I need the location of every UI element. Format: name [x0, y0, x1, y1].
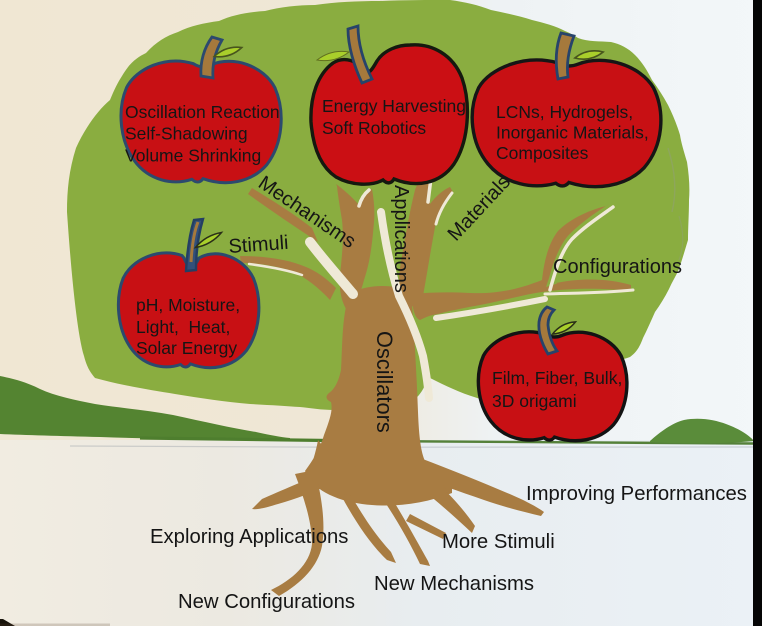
svg-text:Configurations: Configurations [553, 256, 682, 278]
svg-text:Energy Harvesting: Energy Harvesting [322, 96, 466, 116]
svg-text:Film, Fiber, Bulk,: Film, Fiber, Bulk, [492, 368, 622, 388]
svg-text:3D origami: 3D origami [492, 391, 577, 411]
svg-text:Exploring Applications: Exploring Applications [150, 526, 348, 548]
svg-text:Oscillation Reaction: Oscillation Reaction [125, 102, 280, 122]
svg-text:Solar Energy: Solar Energy [136, 338, 237, 358]
svg-text:Oscillators: Oscillators [372, 331, 397, 433]
svg-text:pH, Moisture,: pH, Moisture, [136, 295, 240, 315]
svg-text:Volume Shrinking: Volume Shrinking [125, 145, 261, 165]
svg-text:New Configurations: New Configurations [178, 591, 355, 613]
svg-text:Inorganic Materials,: Inorganic Materials, [496, 123, 649, 143]
svg-text:Self-Shadowing: Self-Shadowing [125, 124, 248, 144]
svg-text:Improving Performances: Improving Performances [526, 483, 747, 505]
svg-text:Soft Robotics: Soft Robotics [322, 118, 426, 138]
svg-text:More Stimuli: More Stimuli [442, 531, 555, 553]
svg-text:Stimuli: Stimuli [228, 232, 289, 258]
svg-text:LCNs, Hydrogels,: LCNs, Hydrogels, [496, 102, 633, 122]
svg-text:Composites: Composites [496, 143, 589, 163]
svg-text:Applications: Applications [390, 185, 412, 293]
svg-text:New Mechanisms: New Mechanisms [374, 573, 534, 595]
svg-text:Light, Heat,: Light, Heat, [136, 317, 230, 337]
